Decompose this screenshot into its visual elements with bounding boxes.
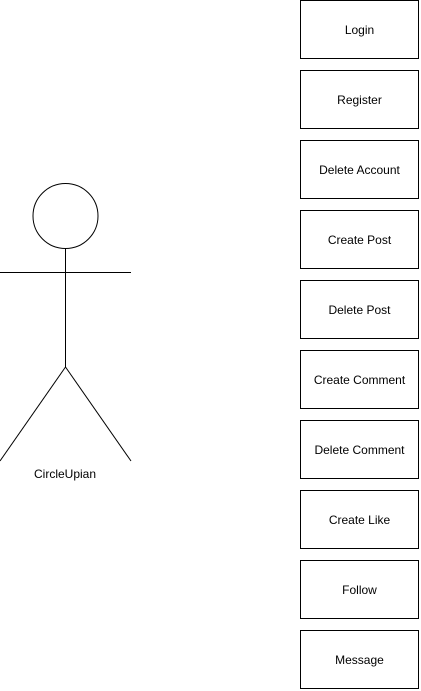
use-case-delete-post: Delete Post (300, 280, 419, 339)
actor-right-leg (65, 366, 132, 462)
use-case-create-post: Create Post (300, 210, 419, 269)
actor-stick-figure (0, 183, 132, 462)
actor-head (32, 183, 99, 249)
use-case-login: Login (300, 0, 419, 59)
use-case-register: Register (300, 70, 419, 129)
actor-label: CircleUpian (33, 467, 97, 481)
actor-left-leg (0, 366, 66, 462)
use-case-message: Message (300, 630, 419, 689)
use-case-create-comment: Create Comment (300, 350, 419, 409)
use-case-create-like: Create Like (300, 490, 419, 549)
use-case-delete-account: Delete Account (300, 140, 419, 199)
use-case-delete-comment: Delete Comment (300, 420, 419, 479)
use-case-follow: Follow (300, 560, 419, 619)
